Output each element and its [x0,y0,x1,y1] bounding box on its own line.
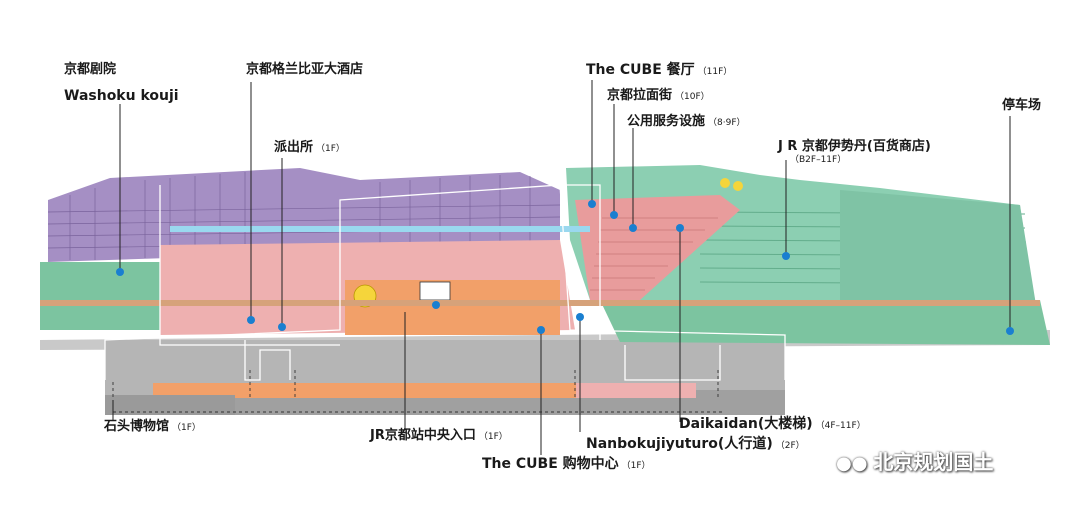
label-central-entrance: JR京都站中央入口（1F） [370,428,508,443]
yellow-table-2 [733,181,743,191]
west-green-band [40,262,160,330]
hotel-block [48,168,560,262]
label-isetan: J R 京都伊势丹(百货商店)（B2F–11F） [778,139,931,165]
basement-dark-base [105,395,235,415]
leader-lines [112,80,1011,455]
label-daikaidan: Daikaidan(大楼梯)（4F–11F） [679,416,866,432]
location-markers [116,200,1014,335]
marker-isetan [782,252,790,260]
label-cube-restaurant: The CUBE 餐厅（11F） [586,62,733,78]
stair-treads [590,217,718,291]
atrium-window [419,281,451,301]
central-atrium [345,280,560,335]
watermark-text: 北京规划国土 [873,450,994,474]
marker-parking [1006,327,1014,335]
marker-cube-shopping [537,326,545,334]
marker-public [629,224,637,232]
label-washoku: Washoku kouji [64,88,179,104]
underground-pink-strip [576,383,696,398]
label-nanboku: Nanbokujiyuturo(人行道)（2F） [586,436,805,452]
wechat-icon: ●● [836,453,868,474]
label-stone-museum: 石头博物馆（1F） [104,419,201,434]
station-wireframe [104,184,786,381]
watermark: ●●北京规划国土 [836,446,993,475]
label-public: 公用服务设施（8·9F） [627,114,746,129]
yellow-table-1 [720,178,730,188]
label-theatre: 京都剧院 [64,62,117,77]
marker-granvia [247,316,255,324]
marker-ramen [610,211,618,219]
label-granvia: 京都格兰比亚大酒店 [246,62,364,77]
concourse-floor-band [40,300,1040,306]
garage-base [600,300,1050,345]
daikaidan-stairs [575,195,740,300]
marker-nanboku [576,313,584,321]
marker-central-entrance [432,301,440,309]
underground-orange-strip [153,383,576,398]
marker-cube-restaurant [588,200,596,208]
label-ramen: 京都拉面街（10F） [607,88,710,103]
marker-daikaidan [676,224,684,232]
marker-police [278,323,286,331]
skyway [170,226,590,232]
label-parking: 停车场 [1002,98,1042,113]
parking-garage [840,190,1040,335]
label-police: 派出所（1F） [274,140,345,155]
marker-washoku [116,268,124,276]
label-cube-shopping: The CUBE 购物中心（1F） [482,456,651,472]
